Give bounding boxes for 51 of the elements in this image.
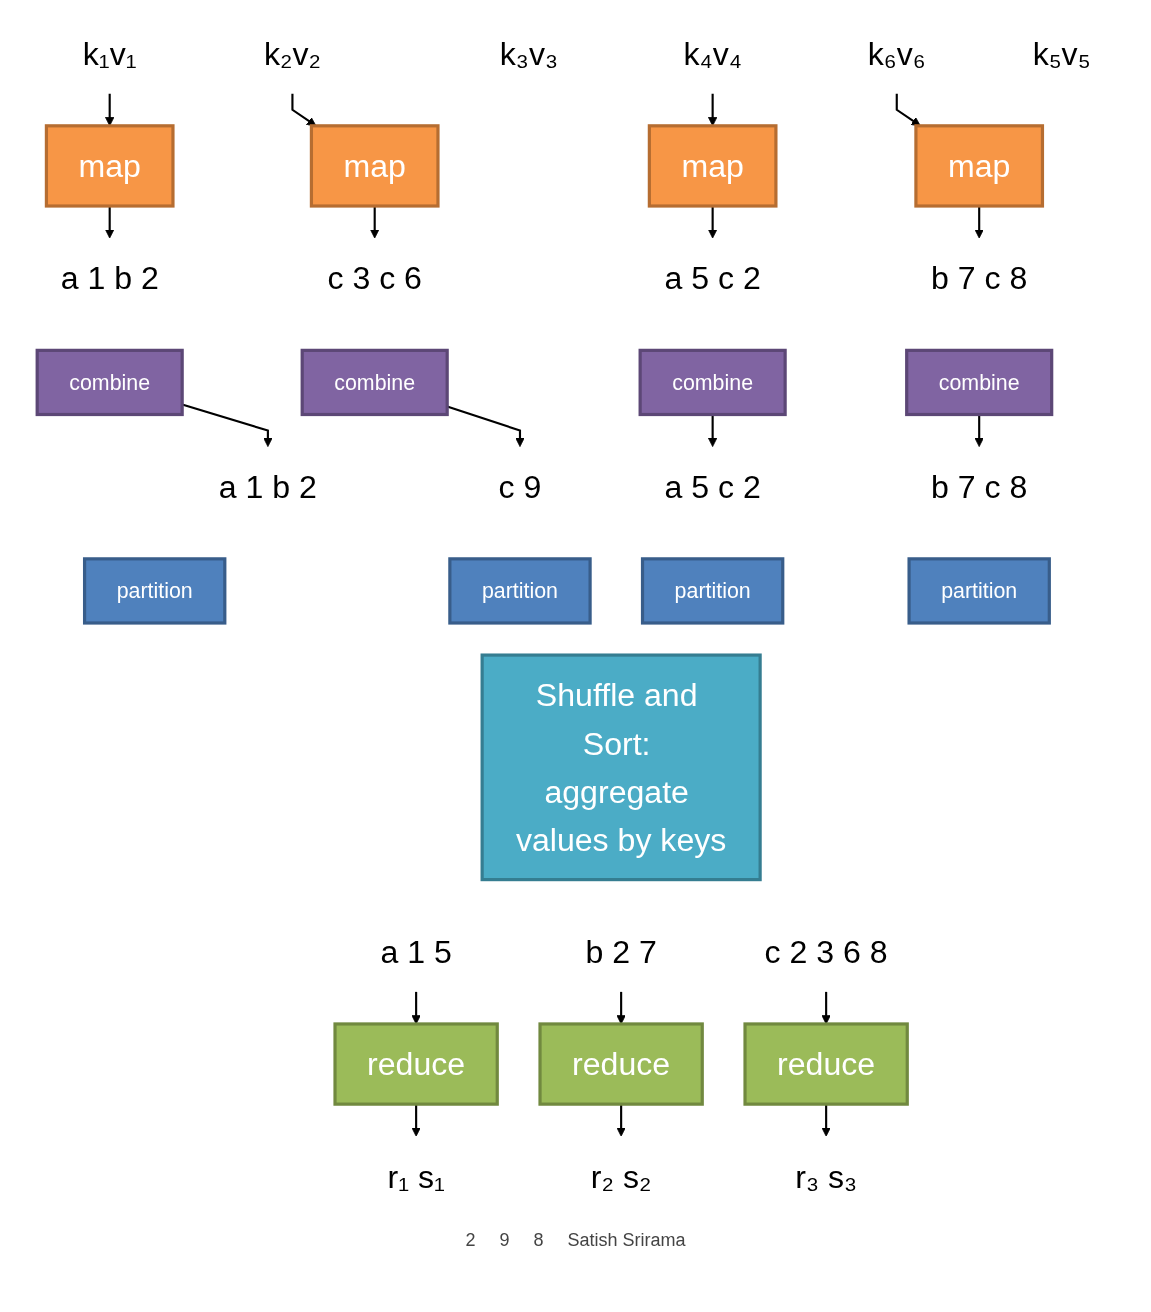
process-box: reduce (333, 1022, 499, 1106)
key-value-text: r₂ s₂ (590, 1158, 652, 1194)
process-box: partition (640, 557, 785, 625)
key-value-text: a 5 c 2 (664, 260, 761, 296)
key-value-text: k₂v₂ (263, 36, 321, 72)
process-box: combine (35, 348, 184, 417)
arrow (821, 1104, 831, 1137)
note-text: Satish Srirama (567, 1230, 686, 1251)
note-text: 9 (499, 1230, 510, 1251)
process-box: map (647, 124, 778, 208)
process-box: map (309, 124, 440, 208)
shuffle-bar: Shuffle and Sort: aggregate values by keys (480, 653, 762, 882)
key-value-text: a 5 c 2 (664, 469, 761, 505)
arrow (707, 206, 718, 239)
key-value-text: r₁ s₁ (387, 1158, 445, 1194)
process-box: map (44, 124, 175, 208)
arrow (974, 414, 984, 448)
process-box: partition (448, 557, 592, 625)
process-box: map (914, 124, 1044, 208)
arrow (369, 206, 380, 239)
arrow (291, 93, 317, 127)
key-value-text: a 1 b 2 (60, 260, 159, 296)
arrow (707, 414, 718, 448)
arrow (895, 93, 921, 127)
note-text: 2 (465, 1230, 476, 1251)
key-value-text: k₅v₅ (1032, 36, 1091, 72)
key-value-text: b 2 7 (585, 934, 657, 970)
process-box: reduce (743, 1022, 909, 1106)
arrow (104, 206, 115, 239)
key-value-text: r₃ s₃ (795, 1158, 857, 1194)
key-value-text: k₃v₃ (499, 36, 558, 72)
arrow (974, 206, 984, 239)
key-value-text: c 3 c 6 (327, 260, 422, 296)
key-value-text: b 7 c 8 (930, 469, 1028, 505)
process-box: combine (905, 348, 1054, 417)
note-text: 8 (533, 1230, 544, 1251)
process-box: partition (82, 557, 227, 625)
key-value-text: c 2 3 6 8 (764, 934, 888, 970)
key-value-text: b 7 c 8 (930, 260, 1028, 296)
key-value-text: k₆v₆ (867, 36, 926, 72)
process-box: reduce (538, 1022, 704, 1106)
key-value-text: k₁v₁ (82, 36, 137, 72)
key-value-text: a 1 b 2 (218, 469, 317, 505)
process-box: combine (300, 348, 449, 417)
key-value-text: k₄v₄ (683, 36, 742, 72)
key-value-text: c 9 (498, 469, 542, 505)
arrow (411, 1104, 421, 1137)
arrow (616, 1104, 626, 1137)
process-box: partition (907, 557, 1051, 625)
process-box: combine (638, 348, 787, 417)
key-value-text: a 1 5 (380, 934, 452, 970)
